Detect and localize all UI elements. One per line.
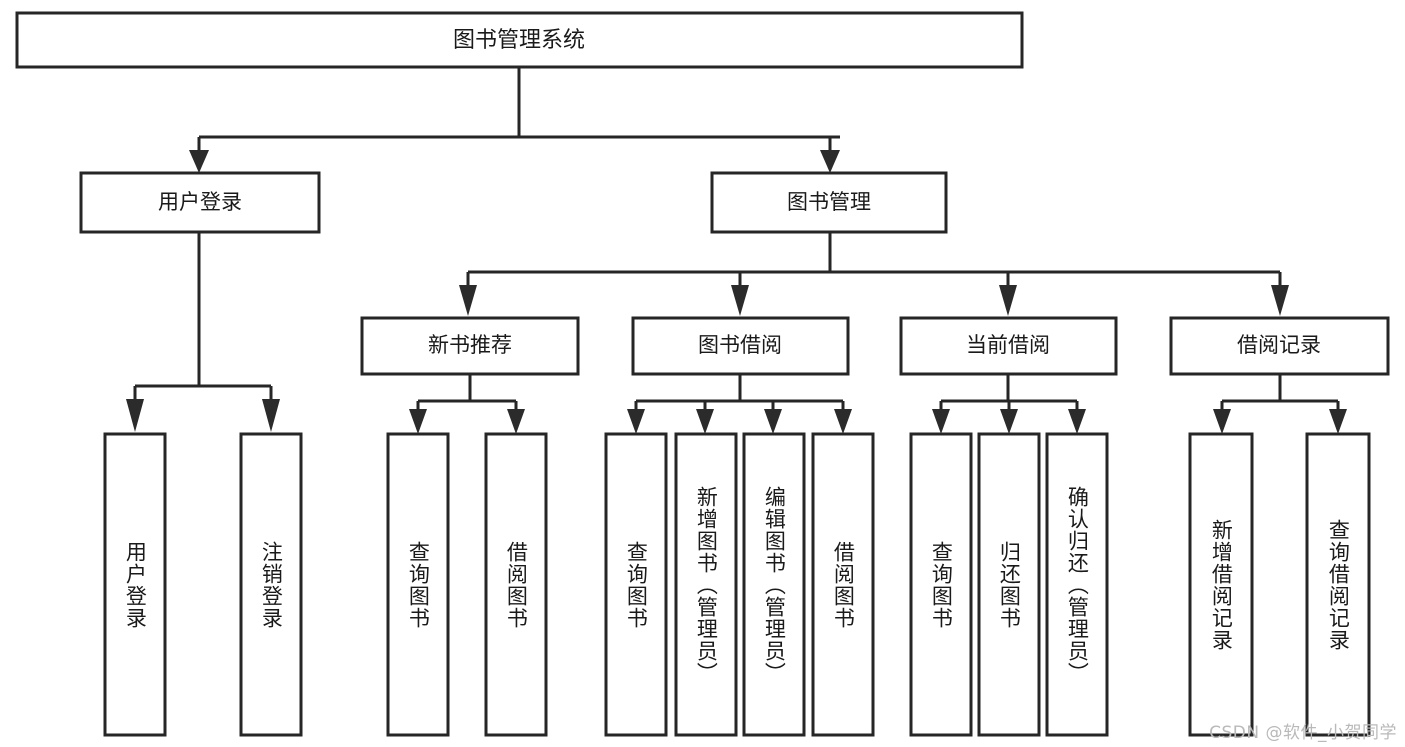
leaf-box-query-borrow-record[interactable] — [1305, 432, 1371, 737]
arrow-head-icon-borrow-leaf-1 — [627, 409, 645, 434]
leaf-box-logout[interactable] — [239, 432, 303, 737]
arrow-head-icon-newbook-leaf-1 — [409, 409, 427, 434]
node-user-login[interactable]: 用户登录 — [79, 171, 321, 234]
leaf-box-borrow-book-2[interactable] — [811, 432, 875, 737]
leaf-box-user-login[interactable] — [103, 432, 167, 737]
arrow-head-icon-currentborrow — [999, 285, 1017, 316]
arrow-head-icon-login — [189, 150, 209, 173]
node-box-root[interactable] — [15, 11, 1024, 69]
arrow-head-icon-login-leaf-2 — [262, 399, 280, 432]
node-current-borrow[interactable]: 当前借阅 — [899, 316, 1118, 376]
connector-layer — [126, 68, 1347, 434]
arrow-head-icon-borrow-leaf-3 — [764, 409, 782, 434]
leaf-box-query-book-2[interactable] — [604, 432, 668, 737]
arrow-head-icon-borrow-leaf-2 — [696, 409, 714, 434]
arrow-head-icon-borrow-leaf-4 — [834, 409, 852, 434]
node-label-book-borrow: 图书借阅 — [698, 333, 782, 357]
arrow-head-icon-newbook — [459, 285, 477, 316]
arrow-head-icon-borrowrecord — [1271, 285, 1289, 316]
arrow-head-icon-current-leaf-2 — [1000, 409, 1018, 434]
node-label-new-book-recommend: 新书推荐 — [428, 333, 512, 357]
leaf-box-add-borrow-record[interactable] — [1188, 432, 1254, 737]
arrow-head-icon-bookmgmt — [820, 150, 840, 173]
leaf-box-borrow-book-1[interactable] — [484, 432, 548, 737]
node-label-borrow-record: 借阅记录 — [1237, 333, 1321, 357]
leaf-box-query-book-1[interactable] — [386, 432, 450, 737]
leaf-box-query-book-3[interactable] — [909, 432, 973, 737]
node-box-current-borrow[interactable] — [899, 316, 1118, 376]
node-root-book-management-system[interactable]: 图书管理系统 — [15, 11, 1024, 69]
node-box-book-borrow[interactable] — [631, 316, 850, 376]
node-label-book-management: 图书管理 — [787, 190, 871, 214]
arrow-head-icon-record-leaf-1 — [1213, 409, 1231, 434]
arrow-head-icon-newbook-leaf-2 — [507, 409, 525, 434]
arrow-head-icon-current-leaf-3 — [1068, 409, 1086, 434]
node-book-borrow[interactable]: 图书借阅 — [631, 316, 850, 376]
csdn-watermark: CSDN @软件_小贺同学 — [1209, 723, 1397, 743]
node-book-management[interactable]: 图书管理 — [710, 171, 948, 234]
node-label-current-borrow: 当前借阅 — [966, 333, 1050, 357]
arrow-head-icon-record-leaf-2 — [1329, 409, 1347, 434]
arrow-head-icon-login-leaf-1 — [126, 399, 144, 432]
arrow-head-icon-borrowbook — [731, 285, 749, 316]
node-box-borrow-record[interactable] — [1169, 316, 1390, 376]
arrow-head-icon-current-leaf-1 — [932, 409, 950, 434]
leaf-box-return-book[interactable] — [977, 432, 1041, 737]
leaf-box-edit-book-admin[interactable] — [742, 432, 806, 737]
leaf-box-layer — [103, 432, 1371, 737]
node-label-root: 图书管理系统 — [453, 28, 585, 53]
node-box-book-management[interactable] — [710, 171, 948, 234]
node-borrow-record[interactable]: 借阅记录 — [1169, 316, 1390, 376]
leaf-box-confirm-return-admin[interactable] — [1045, 432, 1109, 737]
node-new-book-recommend[interactable]: 新书推荐 — [360, 316, 580, 376]
node-box-user-login[interactable] — [79, 171, 321, 234]
node-box-new-book-recommend[interactable] — [360, 316, 580, 376]
node-label-user-login: 用户登录 — [158, 190, 242, 214]
leaf-box-add-book-admin[interactable] — [674, 432, 738, 737]
